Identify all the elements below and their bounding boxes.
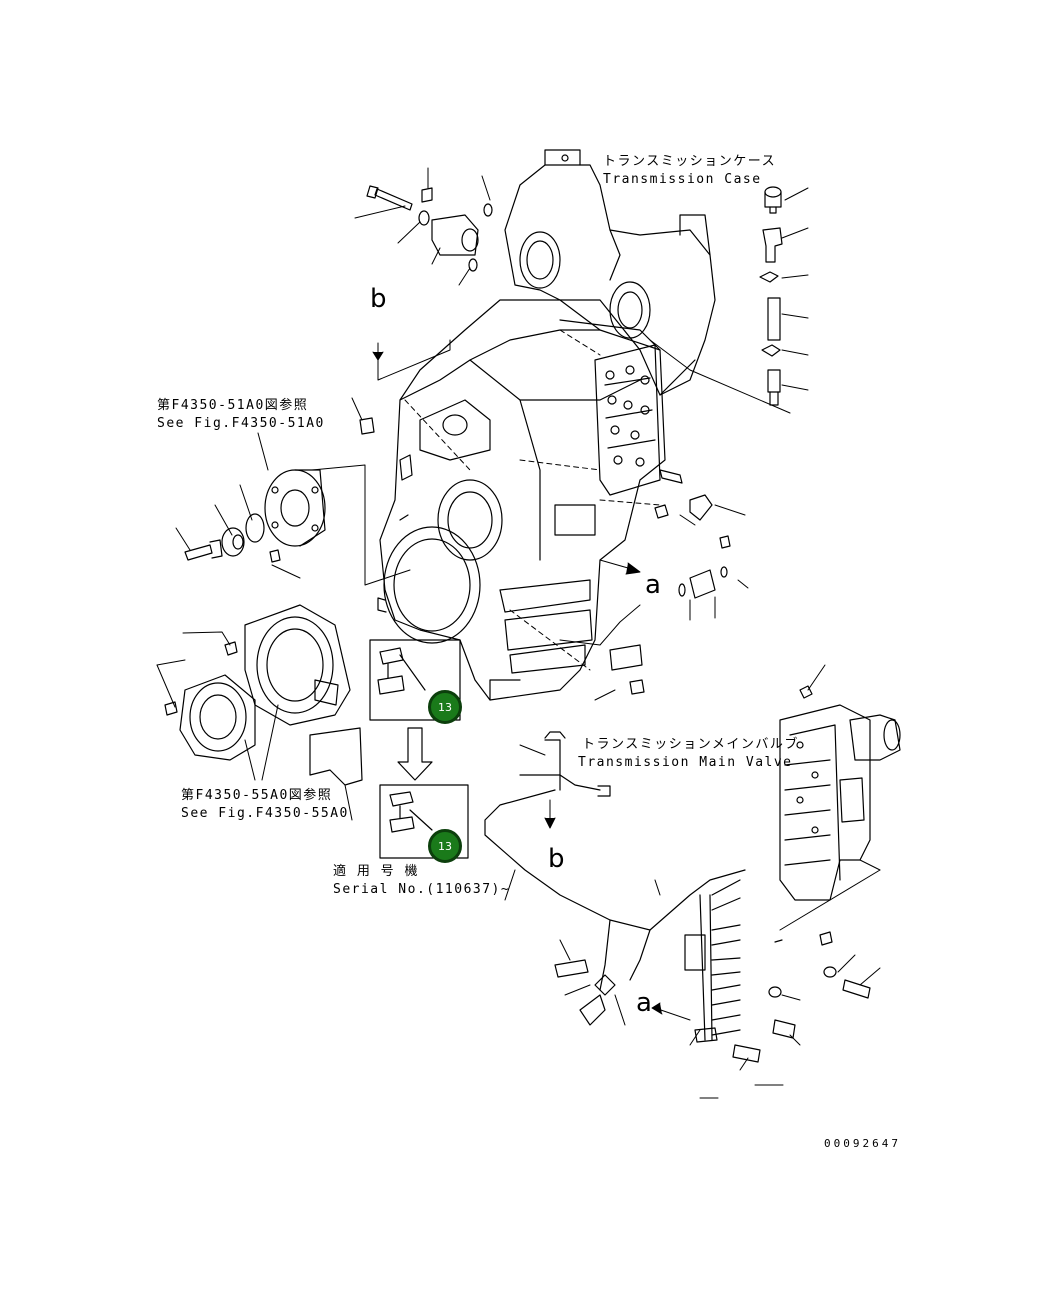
- right-sensor-parts: [759, 186, 783, 406]
- ref-55a0-en-label: See Fig.F4350-55A0: [181, 806, 349, 821]
- hollow-down-arrow: [397, 727, 433, 781]
- marker-b-top: b: [370, 284, 387, 314]
- ref-51a0-jp-label: 第F4350-51A0図参照: [157, 398, 309, 413]
- callout-13-current[interactable]: 13: [428, 690, 462, 724]
- transmission-case-en-label: Transmission Case: [603, 172, 762, 187]
- marker-a-bottom: a: [636, 988, 652, 1018]
- serial-en-label: Serial No.(110637)~: [333, 882, 511, 897]
- marker-a-right: a: [645, 570, 661, 600]
- transmission-case-jp-label: トランスミッションケース: [603, 154, 777, 169]
- main-valve-jp-label: トランスミッションメインバルブ: [582, 737, 799, 752]
- leader-lines: [156, 167, 881, 1099]
- detail-box-serial: [379, 784, 469, 859]
- dashed-lines: [404, 329, 661, 671]
- top-bolts: [359, 185, 493, 435]
- serial-jp-label: 適 用 号 機: [333, 864, 419, 879]
- callout-13-serial[interactable]: 13: [428, 829, 462, 863]
- drawing-number: 00092647: [824, 1137, 901, 1150]
- right-fittings: [609, 469, 731, 695]
- main-valve-en-label: Transmission Main Valve: [578, 755, 793, 770]
- marker-b-bottom: b: [548, 844, 565, 874]
- wiring-harness: [484, 731, 871, 1063]
- ref-55a0-jp-label: 第F4350-55A0図参照: [181, 788, 333, 803]
- ref-51a0-en-label: See Fig.F4350-51A0: [157, 416, 325, 431]
- detail-box-current: [369, 639, 461, 721]
- marker-arrows: [372, 344, 691, 1021]
- side-valve-plate: [594, 344, 661, 496]
- bearing-cover-upper-left: [184, 469, 326, 563]
- transmission-case-body: [377, 299, 666, 701]
- rear-cover-lower-left: [164, 604, 363, 786]
- transmission-main-valve: [779, 685, 901, 901]
